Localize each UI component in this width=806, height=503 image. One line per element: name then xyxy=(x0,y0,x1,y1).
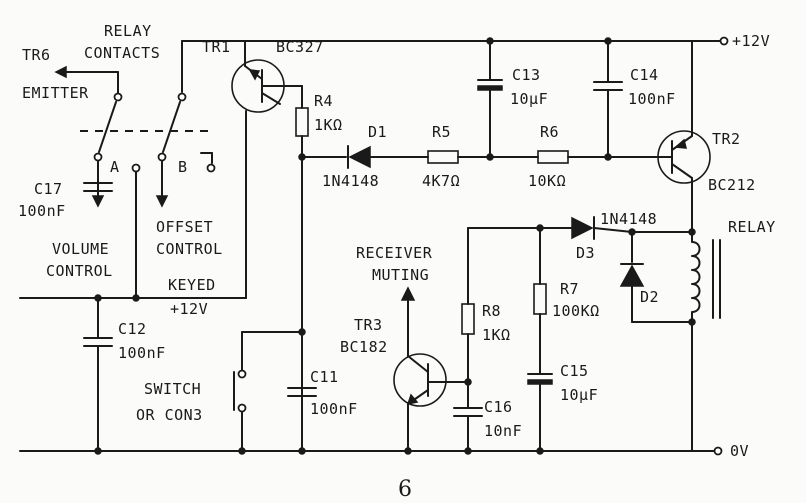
r8-value: 1KΩ xyxy=(482,326,511,344)
tr3-part: BC182 xyxy=(340,338,388,356)
c14-value: 100nF xyxy=(628,90,676,108)
relay-contacts xyxy=(54,40,216,302)
tr2-transistor xyxy=(657,40,711,233)
r7-resistor xyxy=(533,227,547,375)
c12-value: 100nF xyxy=(118,344,166,362)
r4-resistor xyxy=(295,107,309,452)
tr3-ref: TR3 xyxy=(354,316,383,334)
d1-diode xyxy=(301,145,429,169)
emitter-label: EMITTER xyxy=(22,84,89,102)
c15-ref: C15 xyxy=(560,362,589,380)
r6-ref: R6 xyxy=(540,123,559,141)
keyed-label: KEYED xyxy=(168,276,216,294)
relay-contacts-label: RELAY xyxy=(104,22,152,40)
plus12v-rail xyxy=(181,36,729,46)
d3-part: 1N4148 xyxy=(600,210,657,228)
c13-value: 10µF xyxy=(510,90,548,108)
volume-label: VOLUME xyxy=(52,240,109,258)
d2-ref: D2 xyxy=(640,288,659,306)
r6-resistor xyxy=(537,150,663,164)
switch-con3 xyxy=(233,331,303,452)
tr2-part: BC212 xyxy=(708,176,756,194)
page-number: 6 xyxy=(398,477,412,502)
r6-value: 10KΩ xyxy=(528,172,566,190)
relay-coil xyxy=(688,228,721,452)
d3-diode xyxy=(467,216,633,240)
c12-ref: C12 xyxy=(118,320,147,338)
c11-ref: C11 xyxy=(310,368,339,386)
switch-label: SWITCH xyxy=(144,380,201,398)
ground-rail xyxy=(19,446,723,456)
c13-capacitor xyxy=(477,37,503,158)
d3-ref: D3 xyxy=(576,244,595,262)
r8-ref: R8 xyxy=(482,302,501,320)
offset-label-2: CONTROL xyxy=(156,240,223,258)
ground-junctions xyxy=(94,447,544,455)
c16-capacitor xyxy=(453,407,483,452)
c11-capacitor xyxy=(287,387,317,397)
r4-value: 1KΩ xyxy=(314,116,343,134)
c15-value: 10µF xyxy=(560,386,598,404)
r7-ref: R7 xyxy=(560,280,579,298)
ground-label: 0V xyxy=(730,442,749,460)
c16-ref: C16 xyxy=(484,398,513,416)
tr2-ref: TR2 xyxy=(712,130,741,148)
contact-a-label: A xyxy=(110,158,120,176)
d1-ref: D1 xyxy=(368,123,387,141)
volume-label-2: CONTROL xyxy=(46,262,113,280)
plus12v-label: +12V xyxy=(732,32,770,50)
relay-label: RELAY xyxy=(728,218,776,236)
muting-label-2: MUTING xyxy=(372,266,429,284)
r4-ref: R4 xyxy=(314,92,333,110)
d1-part: 1N4148 xyxy=(322,172,379,190)
c15-capacitor xyxy=(527,373,553,452)
c16-value: 10nF xyxy=(484,422,522,440)
c14-capacitor xyxy=(593,37,623,158)
r5-resistor xyxy=(427,150,539,164)
contact-b-label: B xyxy=(178,158,188,176)
muting-label: RECEIVER xyxy=(356,244,433,262)
c14-ref: C14 xyxy=(630,66,659,84)
tr1-ref: TR1 xyxy=(202,38,231,56)
tr1-transistor xyxy=(231,40,303,299)
r5-value: 4K7Ω xyxy=(422,172,460,190)
c17-value: 100nF xyxy=(18,202,66,220)
offset-label: OFFSET xyxy=(156,218,213,236)
r5-ref: R5 xyxy=(432,123,451,141)
c12-capacitor xyxy=(83,294,113,452)
switch-label-2: OR CON3 xyxy=(136,406,203,424)
tr1-part: BC327 xyxy=(276,38,324,56)
r7-value: 100KΩ xyxy=(552,302,600,320)
d2-diode xyxy=(619,228,693,323)
c13-ref: C13 xyxy=(512,66,541,84)
tr3-transistor xyxy=(393,286,469,452)
keyed-supply-label: +12V xyxy=(170,300,208,318)
tr6-label: TR6 xyxy=(22,46,51,64)
c11-value: 100nF xyxy=(310,400,358,418)
c17-ref: C17 xyxy=(34,180,63,198)
relay-contacts-label-2: CONTACTS xyxy=(84,44,160,62)
